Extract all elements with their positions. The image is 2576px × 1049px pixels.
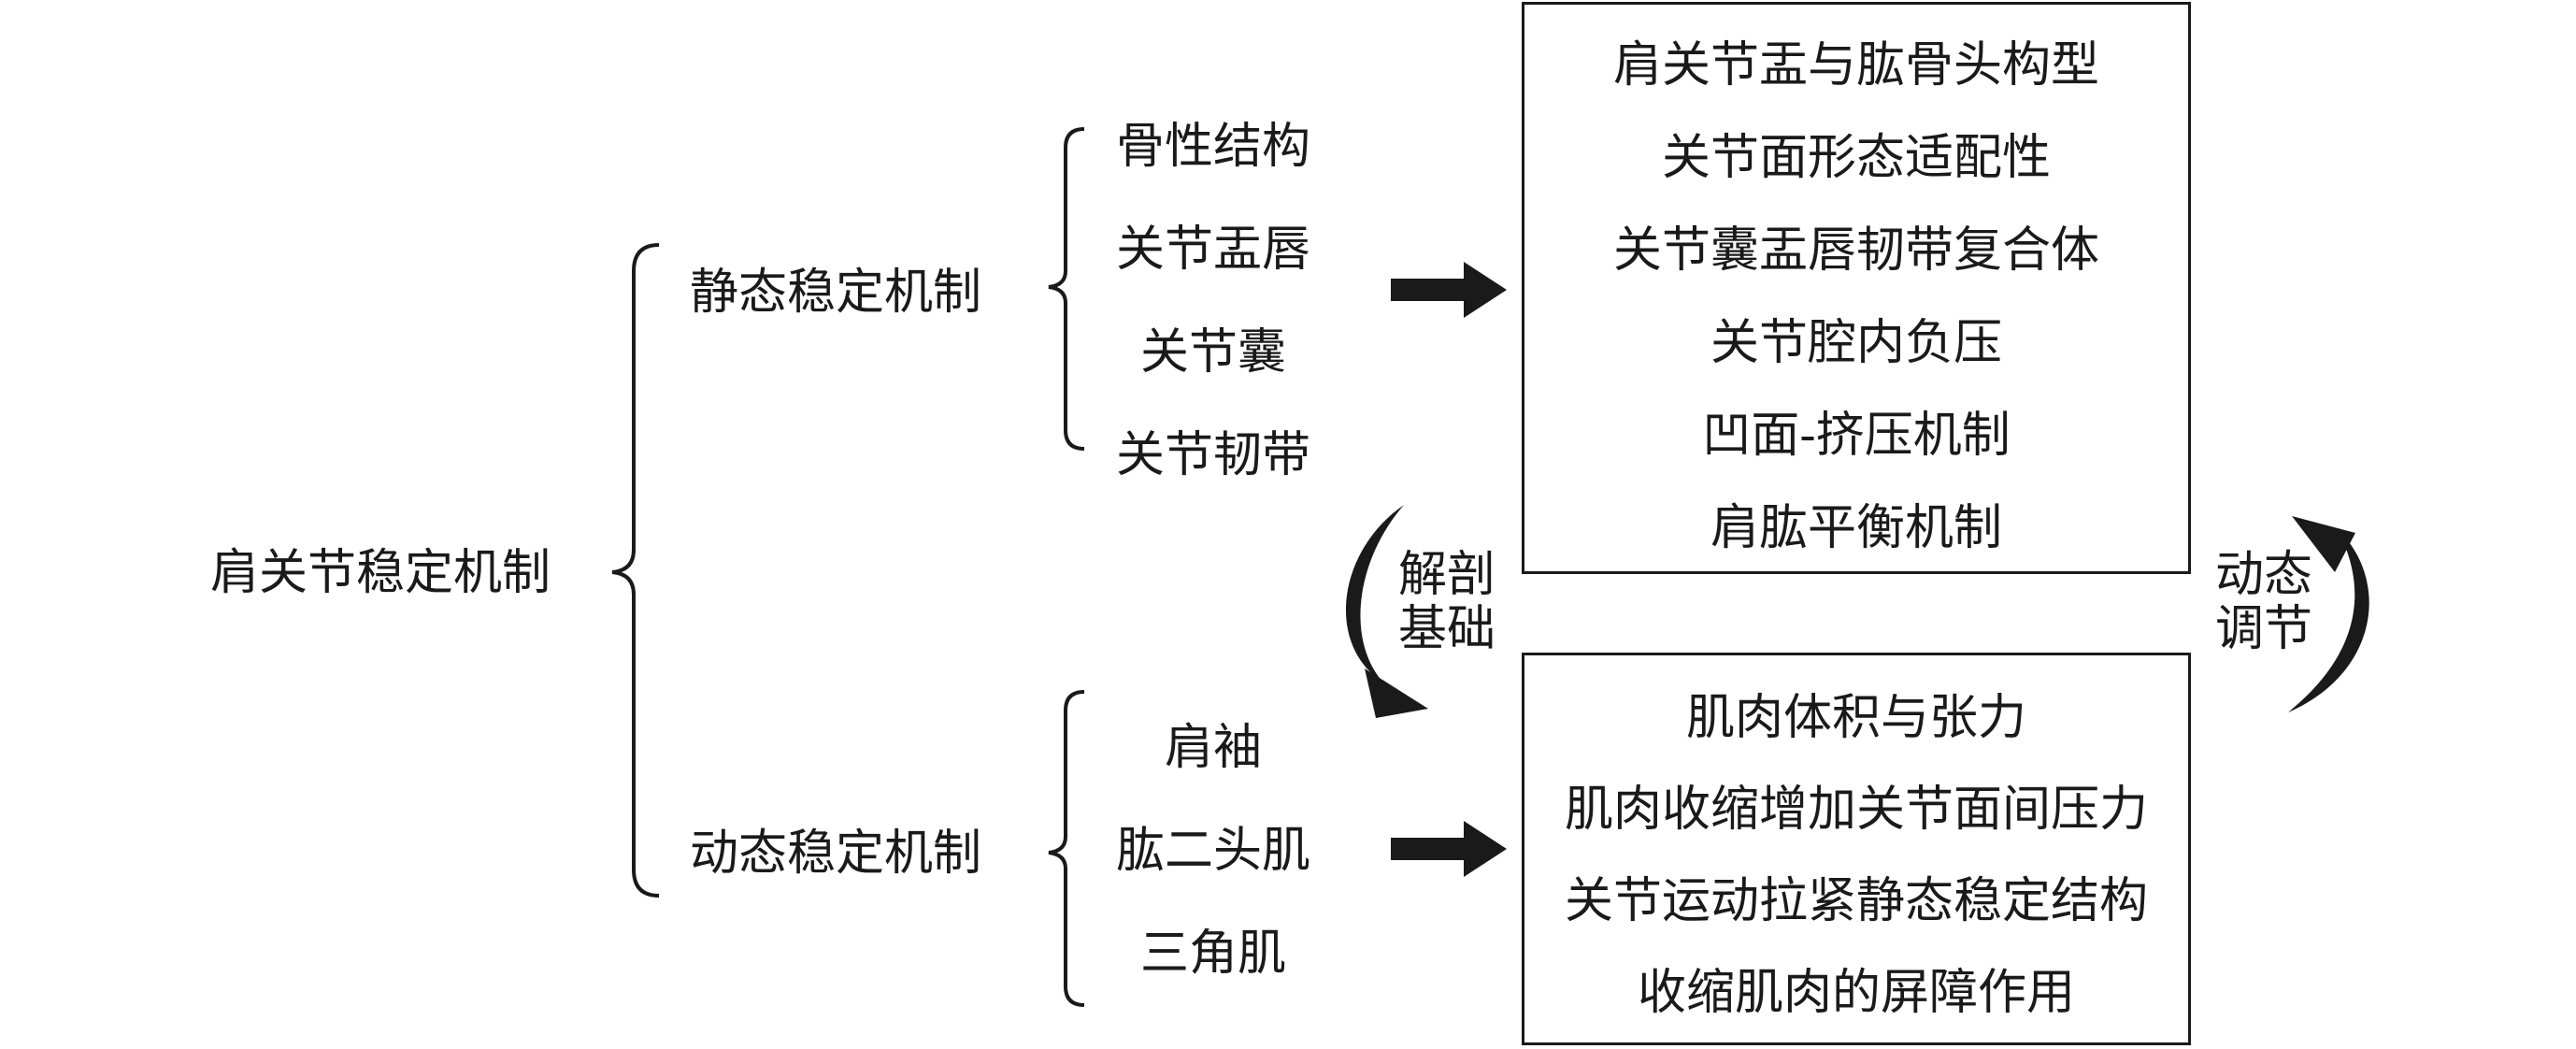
- static-item-ligaments: 关节韧带: [1115, 427, 1310, 483]
- dynamic-brace: [1048, 690, 1085, 1007]
- static-box-line: 凹面-挤压机制: [1702, 408, 2011, 464]
- dynamic-item-rotator-cuff: 肩袖: [1164, 720, 1262, 776]
- static-features-box: 肩关节盂与肱骨头构型 关节面形态适配性 关节囊盂唇韧带复合体 关节腔内负压 凹面…: [1522, 2, 2191, 574]
- static-brace: [1048, 127, 1085, 451]
- anatomy-cycle-arrow-icon: [1345, 505, 1428, 718]
- dynamic-box-line: 肌肉体积与张力: [1685, 690, 2026, 746]
- dynamic-box-line: 肌肉收缩增加关节面间压力: [1564, 782, 2148, 838]
- anatomy-basis-label-bottom: 基础: [1397, 601, 1496, 657]
- dynamic-arrow-icon: [1391, 821, 1507, 877]
- static-item-bony-structure: 骨性结构: [1115, 119, 1310, 175]
- static-box-line: 关节面形态适配性: [1661, 130, 2051, 186]
- dynamic-mechanism-label: 动态稳定机制: [690, 826, 982, 882]
- static-box-line: 关节囊盂唇韧带复合体: [1612, 223, 2099, 279]
- dynamic-item-deltoid: 三角肌: [1139, 926, 1286, 982]
- dynamic-box-line: 关节运动拉紧静态稳定结构: [1564, 873, 2148, 929]
- dynamic-item-biceps: 肱二头肌: [1115, 823, 1310, 879]
- static-box-line: 肩关节盂与肱骨头构型: [1612, 37, 2099, 93]
- static-box-line: 关节腔内负压: [1710, 315, 2002, 371]
- static-box-line: 肩肱平衡机制: [1710, 500, 2002, 556]
- dynamic-regulation-label-bottom: 调节: [2214, 601, 2312, 657]
- root-brace: [611, 243, 660, 898]
- static-arrow-icon: [1391, 262, 1507, 318]
- static-item-labrum: 关节盂唇: [1115, 222, 1310, 278]
- dynamic-regulation-label-top: 动态: [2214, 547, 2312, 603]
- static-mechanism-label: 静态稳定机制: [690, 265, 982, 321]
- root-label: 肩关节稳定机制: [210, 545, 551, 601]
- static-item-capsule: 关节囊: [1139, 324, 1286, 381]
- dynamic-cycle-arrow-icon: [2288, 516, 2369, 712]
- dynamic-features-box: 肌肉体积与张力 肌肉收缩增加关节面间压力 关节运动拉紧静态稳定结构 收缩肌肉的屏…: [1522, 653, 2191, 1045]
- anatomy-basis-label-top: 解剖: [1397, 547, 1496, 603]
- dynamic-box-line: 收缩肌肉的屏障作用: [1637, 965, 2075, 1021]
